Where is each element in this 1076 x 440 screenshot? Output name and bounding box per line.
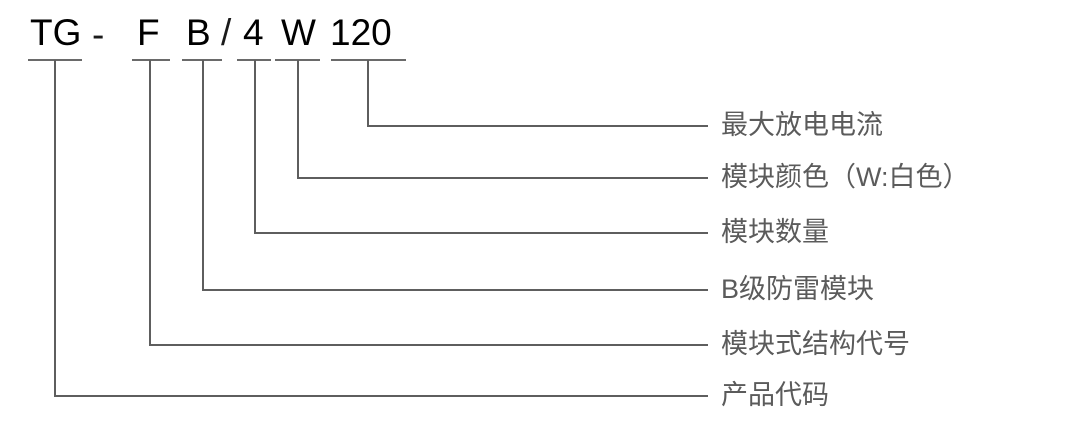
code-token-class-b-module: B — [186, 12, 211, 53]
code-token-slash-separator: / — [221, 12, 232, 53]
callout-label-product-code: 产品代码 — [721, 380, 829, 410]
leader-line-product-code — [28, 59, 708, 397]
leader-path-module-color — [297, 60, 708, 179]
code-token-product-code: TG — [30, 12, 82, 53]
code-token-max-discharge-current: 120 — [330, 12, 392, 53]
leader-line-structure-code — [132, 59, 708, 346]
code-token-module-color: W — [281, 12, 316, 53]
callout-label-module-color: 模块颜色（W:白色） — [721, 162, 970, 192]
leader-path-class-b-module — [202, 60, 708, 291]
code-token-module-count: 4 — [243, 12, 264, 53]
callout-label-module-count: 模块数量 — [721, 217, 829, 247]
leader-line-module-color — [275, 59, 708, 179]
callout-label-structure-code: 模块式结构代号 — [721, 329, 910, 359]
code-token-dash-separator: - — [92, 14, 105, 55]
leader-path-module-count — [254, 60, 708, 234]
leader-path-product-code — [54, 60, 708, 397]
leader-path-structure-code — [149, 60, 708, 346]
callout-label-max-discharge-current: 最大放电电流 — [721, 110, 883, 140]
leader-path-max-discharge-current — [367, 60, 708, 127]
code-token-structure-code: F — [137, 12, 160, 53]
leader-line-max-discharge-current — [331, 59, 708, 127]
leader-line-class-b-module — [182, 59, 708, 291]
callout-label-class-b-module: B级防雷模块 — [721, 274, 875, 304]
leader-line-module-count — [237, 59, 708, 234]
